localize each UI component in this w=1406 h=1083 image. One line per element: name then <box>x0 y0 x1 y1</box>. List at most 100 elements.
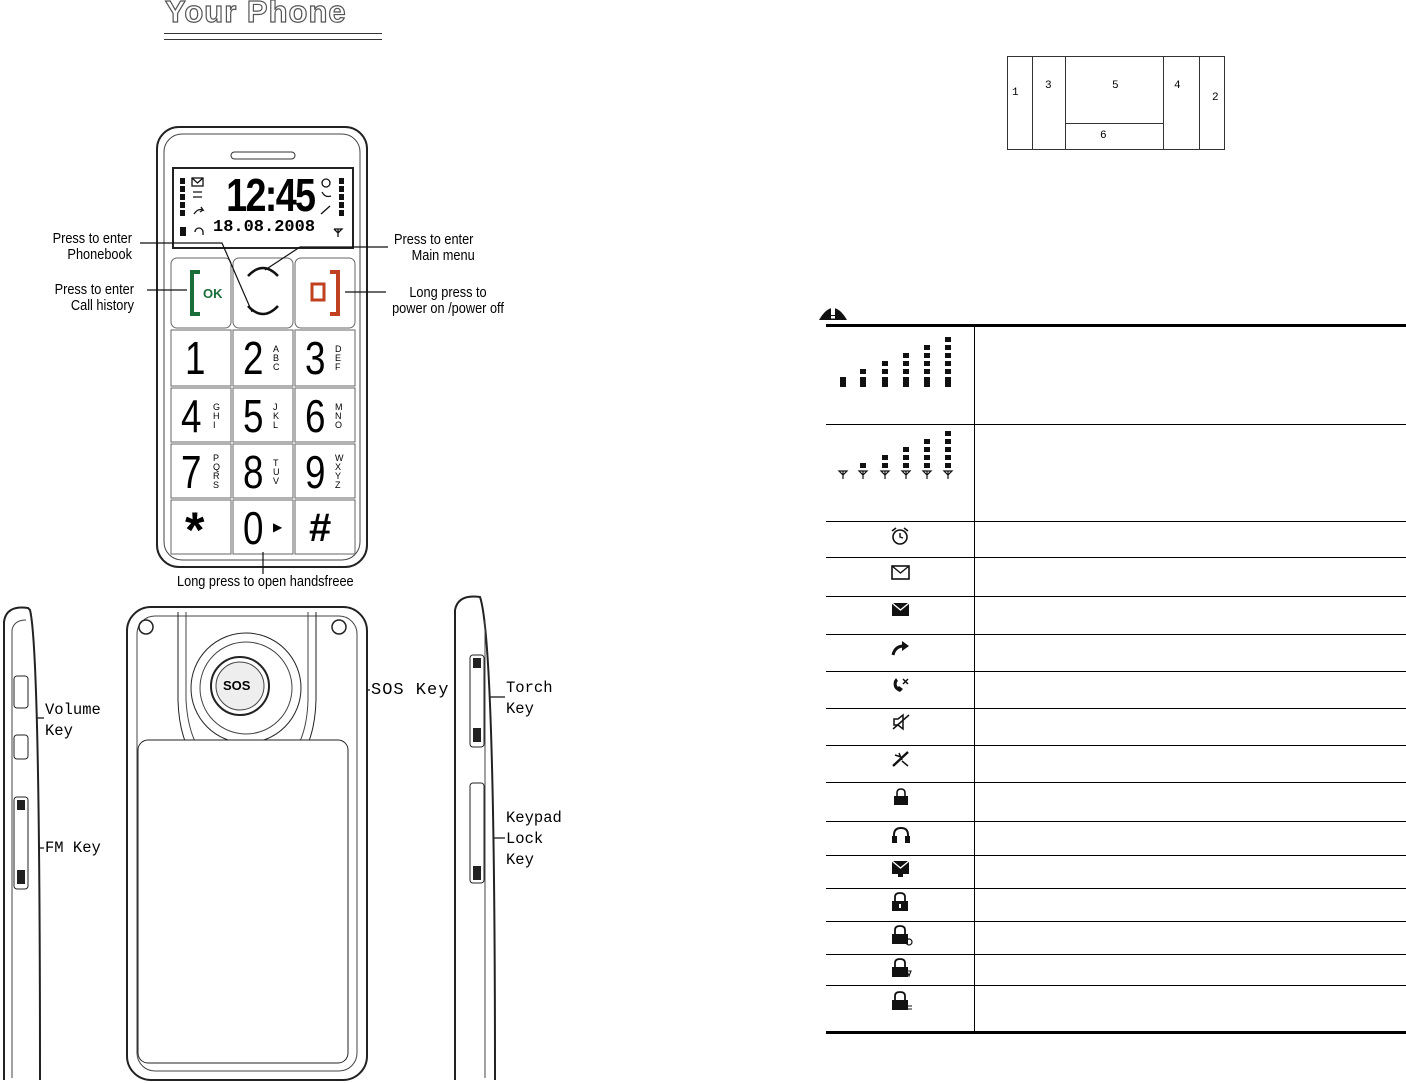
missed-call-icon <box>893 678 909 692</box>
layout-area-6-divider <box>1066 123 1163 124</box>
key-1[interactable]: 1 <box>171 330 231 386</box>
table-row <box>826 889 1406 922</box>
keypad-lock-key-label: Keypad Lock Key <box>506 808 562 871</box>
table-row <box>826 922 1406 955</box>
mms-icon <box>891 860 910 877</box>
fm-key-label: FM Key <box>45 839 101 857</box>
key-5[interactable]: 5 JKL <box>233 388 293 442</box>
table-row <box>826 783 1406 822</box>
layout-area-4-box <box>1164 57 1200 149</box>
layout-area-3: 3 <box>1045 80 1052 92</box>
key-0[interactable]: 0 ▶ <box>233 500 293 554</box>
vibrate-icon <box>892 751 909 767</box>
number-keypad: 1 2 ABC 3 DEF 4 GHI 5 JKL 6 MNO 7 PQRS 8… <box>171 330 357 556</box>
lock-icon <box>892 892 908 911</box>
volume-key-label-line: Volume <box>45 701 101 719</box>
phonebook-label: Press to enter Phonebook <box>42 231 132 263</box>
key-digit: 5 <box>243 390 264 442</box>
keypad-lock-key-label-line: Lock <box>506 830 544 848</box>
table-row <box>826 327 1406 425</box>
key-letters: JKL <box>273 402 280 430</box>
key-letters: PQRS <box>213 453 221 490</box>
silent-mode-icon <box>892 713 910 731</box>
main-menu-label: Press to enter Main menu <box>394 232 491 264</box>
sos-key-label: SOS Key <box>371 681 450 700</box>
key-star[interactable]: * <box>171 500 231 558</box>
layout-area-5: 5 <box>1112 80 1119 92</box>
table-row <box>826 558 1406 597</box>
phonebook-label-line: Press to enter <box>52 231 132 247</box>
message-full-icon <box>891 602 910 616</box>
call-history-label-line: Call history <box>70 298 134 314</box>
key-digit: * <box>185 502 205 558</box>
ok-softkey-label: OK <box>203 286 223 301</box>
sos-button[interactable]: SOS <box>223 678 251 693</box>
call-history-label-line: Press to enter <box>54 282 134 298</box>
key-digit: # <box>309 506 332 550</box>
call-divert-icon <box>891 641 909 656</box>
main-menu-label-line: Press to enter <box>394 232 474 248</box>
key-8[interactable]: 8 TUV <box>233 444 293 498</box>
lock-variant2-icon <box>892 958 912 978</box>
volume-key-label-line: Key <box>45 722 73 740</box>
phonebook-label-line: Phonebook <box>67 247 132 263</box>
keypad-lock-key-label-line: Keypad <box>506 809 562 827</box>
key-digit: 2 <box>243 332 264 384</box>
table-row <box>826 635 1406 672</box>
volume-key-label: Volume Key <box>45 700 101 742</box>
display-layout-diagram: 1 2 3 4 5 6 <box>1007 56 1225 150</box>
warning-icon <box>819 308 847 320</box>
headset-icon <box>892 826 910 843</box>
power-label-line: power on /power off <box>392 301 504 317</box>
page-title: Your Phone <box>164 0 347 30</box>
key-hash[interactable]: # <box>295 500 355 554</box>
table-row <box>826 955 1406 986</box>
handsfree-label: Long press to open handsfreee <box>177 574 354 590</box>
key-letters: DEF <box>335 344 342 372</box>
key-letters: MNO <box>335 402 343 430</box>
lock-variant3-icon <box>892 991 912 1010</box>
keypad-drawing <box>22 242 505 849</box>
table-column-separator <box>974 327 975 1031</box>
key-2[interactable]: 2 ABC <box>233 330 293 386</box>
key-digit: 6 <box>305 390 326 442</box>
key-digit: 9 <box>305 446 326 498</box>
layout-area-2: 2 <box>1212 92 1219 104</box>
table-row <box>826 856 1406 889</box>
layout-area-4: 4 <box>1174 80 1181 92</box>
battery-levels-icon <box>840 337 951 387</box>
key-3[interactable]: 3 DEF <box>295 330 355 386</box>
keypad-lock-key-label-line: Key <box>506 851 534 869</box>
table-row <box>826 986 1406 1028</box>
key-4[interactable]: 4 GHI <box>171 388 231 442</box>
layout-area-1: 1 <box>1012 87 1019 99</box>
torch-key-label-line: Torch <box>506 679 553 697</box>
key-letters: GHI <box>213 402 221 430</box>
side-back-views <box>3 595 496 1081</box>
handsfree-icon: ▶ <box>273 520 283 534</box>
key-letters: WXYZ <box>335 453 344 490</box>
key-letters: TUV <box>273 458 280 486</box>
table-row <box>826 822 1406 856</box>
main-menu-label-line: Main menu <box>411 248 475 264</box>
table-row <box>826 746 1406 783</box>
key-7[interactable]: 7 PQRS <box>171 444 231 498</box>
table-row <box>826 597 1406 635</box>
key-digit: 8 <box>243 446 264 498</box>
table-row <box>826 709 1406 746</box>
torch-key-label-line: Key <box>506 700 534 718</box>
key-digit: 4 <box>181 390 202 442</box>
key-6[interactable]: 6 MNO <box>295 388 355 442</box>
key-9[interactable]: 9 WXYZ <box>295 444 355 498</box>
table-row <box>826 522 1406 558</box>
layout-area-5-box <box>1066 57 1164 149</box>
keypad-lock-icon <box>894 788 908 805</box>
key-digit: 0 <box>243 502 264 554</box>
layout-area-1-box <box>1008 57 1033 149</box>
key-digit: 3 <box>305 332 326 384</box>
signal-levels-icon <box>837 431 954 479</box>
key-digit: 1 <box>185 332 206 384</box>
call-history-label: Press to enter Call history <box>42 282 134 314</box>
power-label-line: Long press to <box>409 285 487 301</box>
screen-date: 18.08.2008 <box>213 218 316 237</box>
